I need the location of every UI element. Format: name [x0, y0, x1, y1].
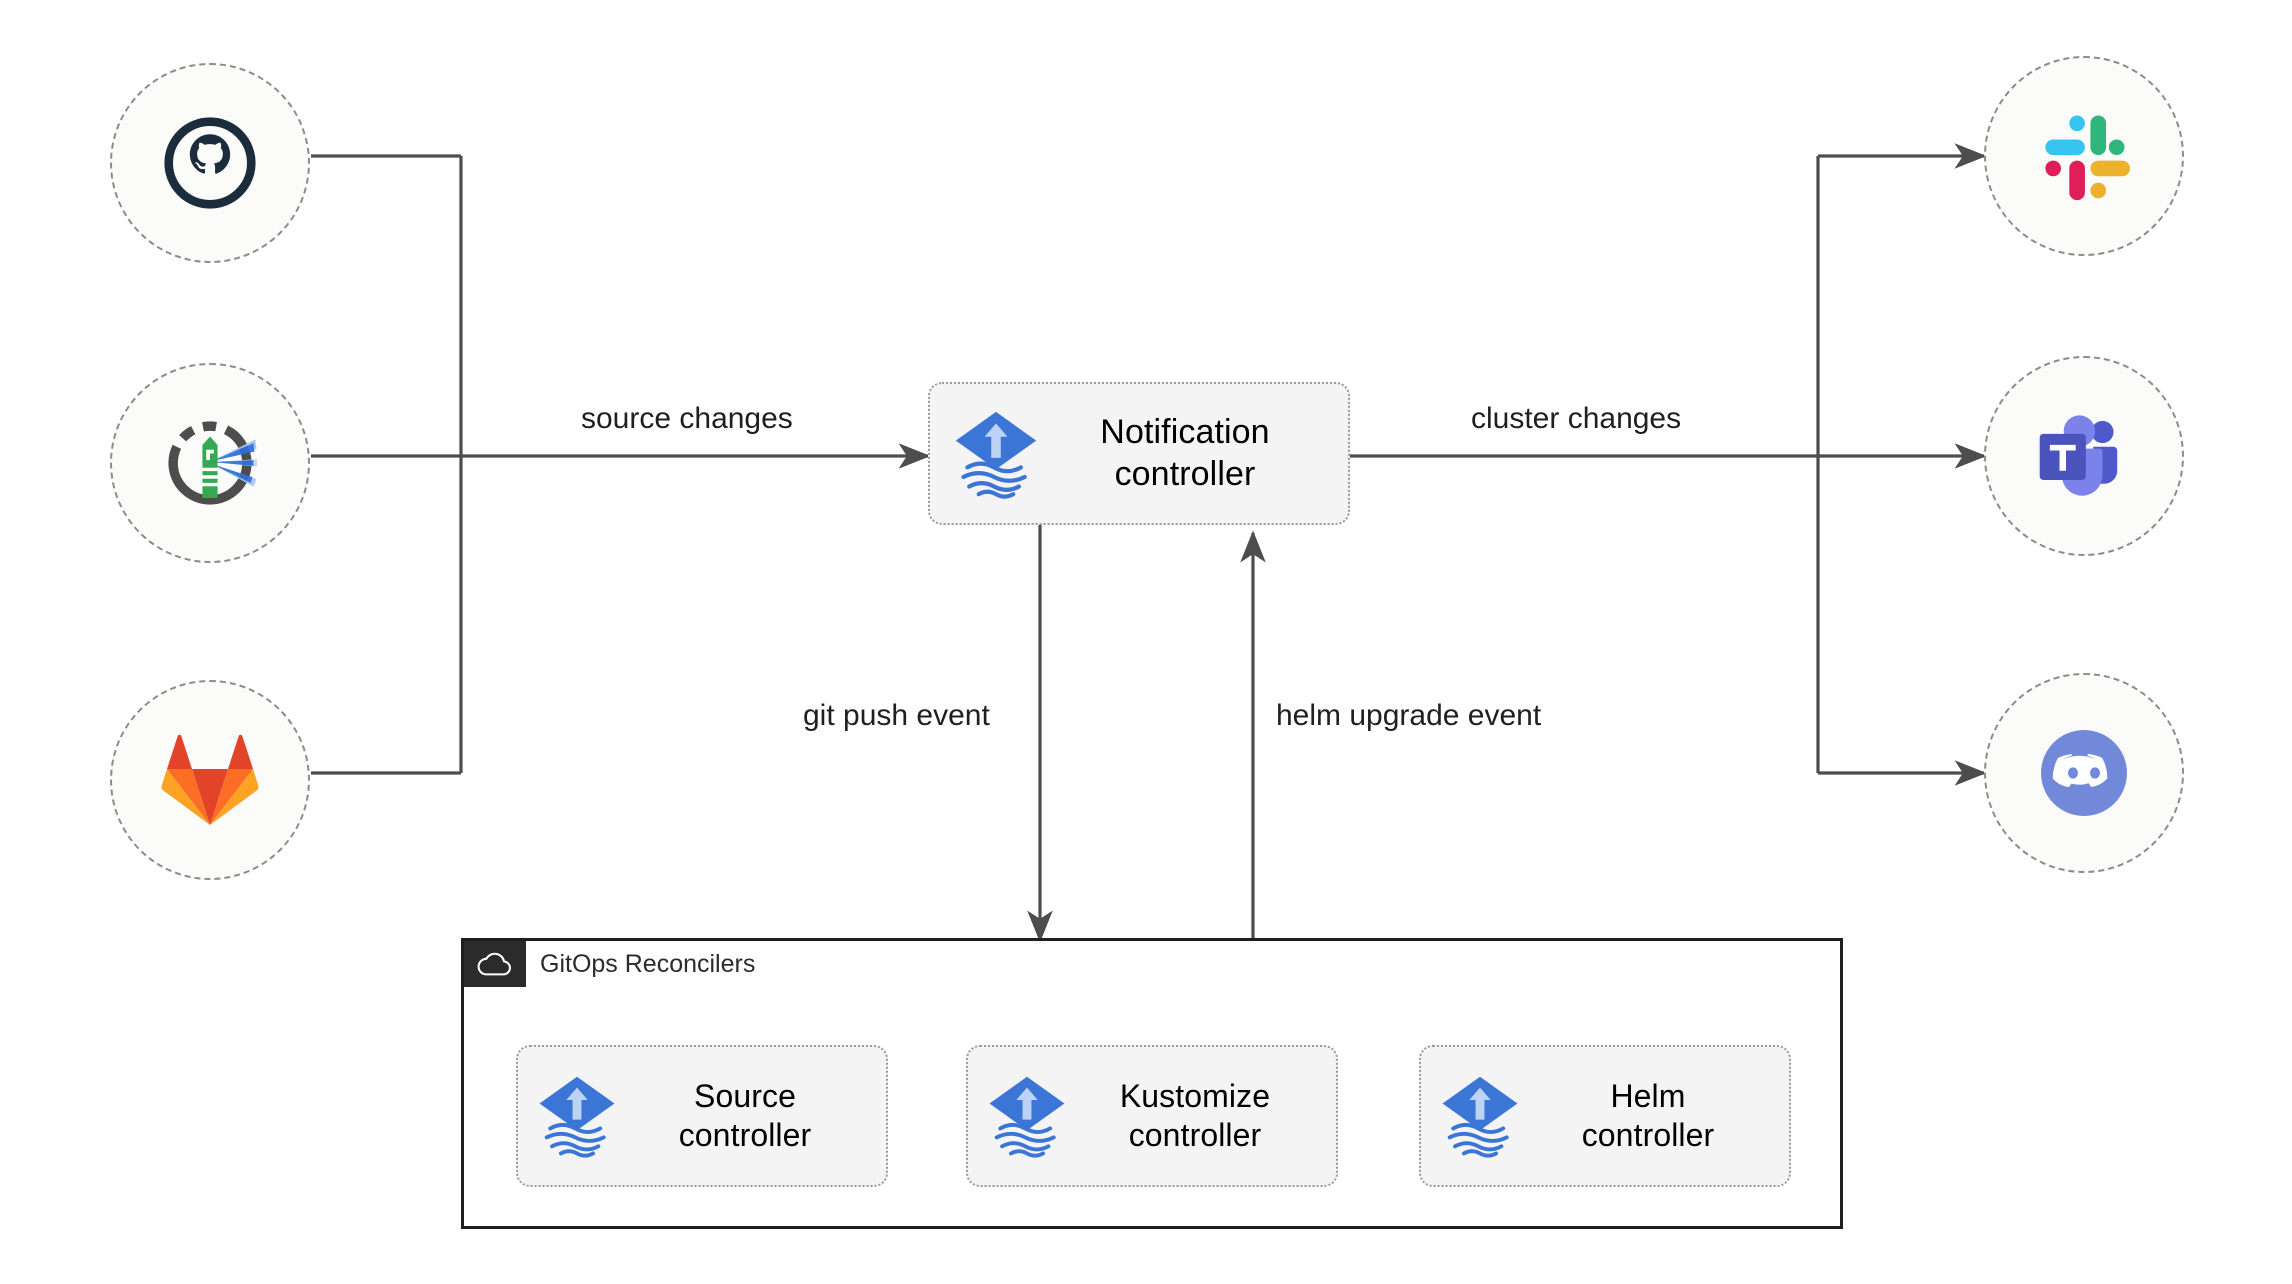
slack-icon [2038, 110, 2130, 202]
github-icon [162, 115, 258, 211]
edge-label-source-changes: source changes [573, 400, 801, 438]
edge-label-cluster-changes: cluster changes [1463, 400, 1690, 438]
helm-controller-label: Helm controller [1581, 1077, 1715, 1153]
gitops-reconcilers-header: GitOps Reconcilers [464, 941, 755, 987]
teams-icon [2036, 411, 2132, 501]
target-node-teams[interactable] [1984, 356, 2184, 556]
cloud-icon [464, 941, 526, 987]
gitops-reconcilers-title: GitOps Reconcilers [540, 949, 756, 978]
flux-logo-icon [986, 1073, 1068, 1159]
target-node-discord[interactable] [1984, 673, 2184, 873]
edge-label-git-push-event: git push event [795, 697, 998, 735]
notification-controller-label: Notification controller [1100, 413, 1270, 493]
flux-logo-icon [952, 408, 1040, 500]
helm-controller-box[interactable]: Helm controller [1419, 1045, 1791, 1187]
kustomize-controller-box[interactable]: Kustomize controller [966, 1045, 1338, 1187]
source-node-flagger[interactable] [110, 363, 310, 563]
discord-icon [2034, 723, 2134, 823]
flux-logo-icon [1439, 1073, 1521, 1159]
source-controller-label: Source controller [678, 1077, 812, 1153]
kustomize-controller-label: Kustomize controller [1119, 1077, 1271, 1153]
gitops-reconcilers-container: GitOps Reconcilers Source controller [461, 938, 1843, 1229]
edge-label-helm-upgrade-event: helm upgrade event [1268, 697, 1550, 735]
source-controller-box[interactable]: Source controller [516, 1045, 888, 1187]
notification-controller-box[interactable]: Notification controller [928, 382, 1350, 525]
target-node-slack[interactable] [1984, 56, 2184, 256]
source-node-github[interactable] [110, 63, 310, 263]
source-node-gitlab[interactable] [110, 680, 310, 880]
gitlab-icon [160, 733, 260, 827]
flux-logo-icon [536, 1073, 618, 1159]
flagger-lighthouse-icon [158, 411, 262, 515]
